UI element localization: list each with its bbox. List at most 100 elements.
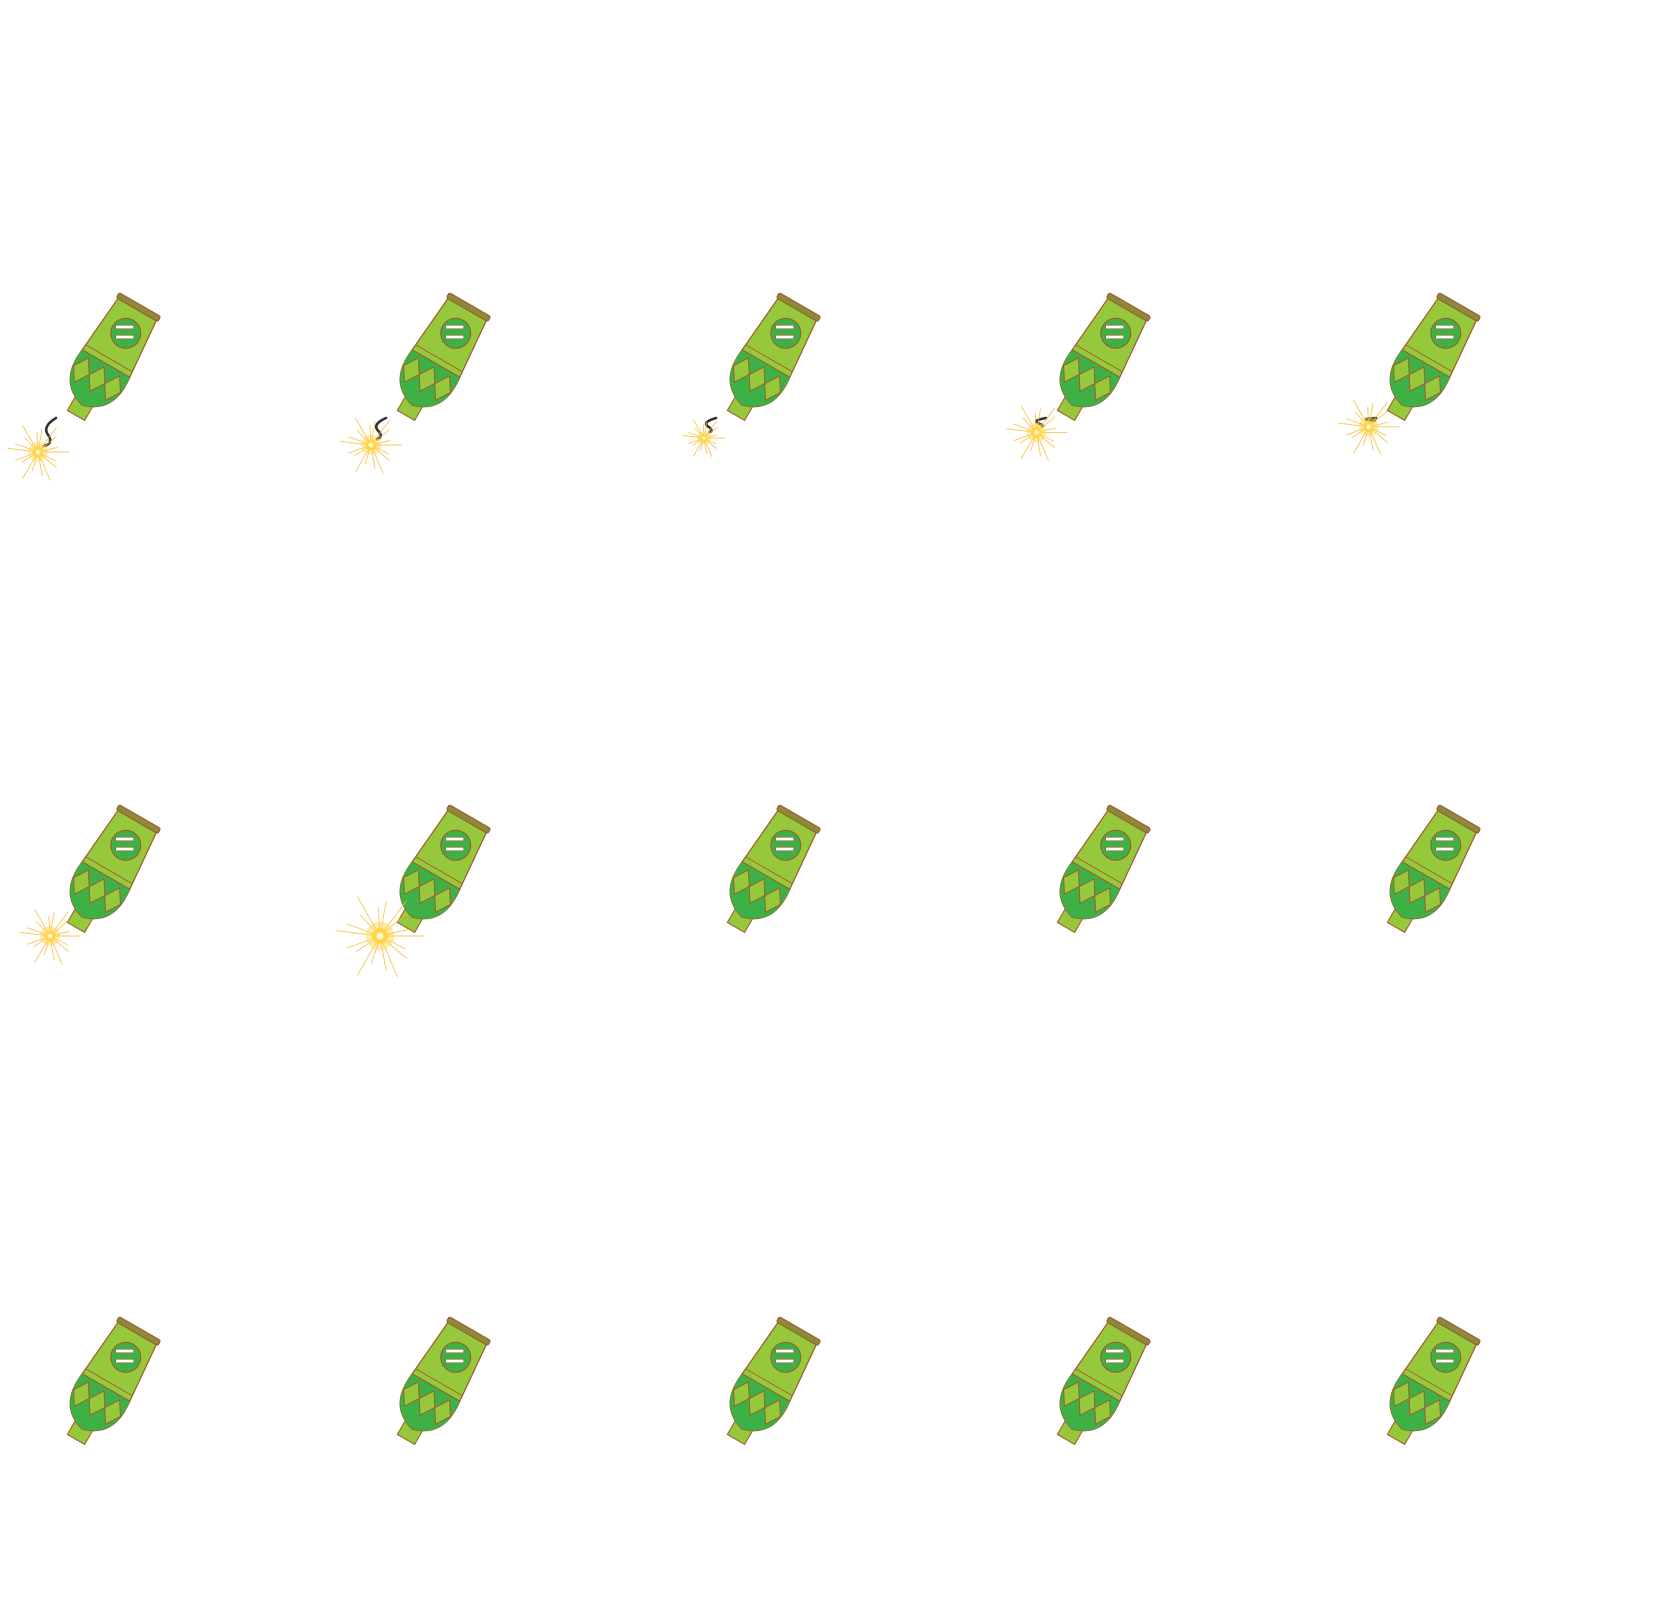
diamond-shape (1078, 366, 1096, 392)
spark-icon (19, 909, 81, 965)
diamond-shape (73, 357, 90, 383)
diamond-shape (1063, 1381, 1080, 1407)
diamond-shape (1094, 887, 1111, 913)
spark-icon (340, 418, 402, 474)
diamond-shape (1063, 869, 1080, 895)
firecracker-icon (57, 1316, 161, 1446)
top-cap (776, 1316, 821, 1346)
firecracker-body (1047, 292, 1151, 422)
emblem-bar (445, 334, 465, 340)
diamond-shape (733, 1381, 750, 1407)
emblem-bar (115, 846, 135, 852)
firecracker-icon (19, 804, 161, 965)
diamond-shape (73, 1381, 90, 1407)
emblem-bar (445, 1358, 465, 1364)
firecracker-frame-5 (1320, 250, 1520, 490)
diamond-shape (748, 366, 766, 392)
diamond-shape (748, 1390, 766, 1416)
diamond-shape (748, 878, 766, 904)
spark-icon (1338, 399, 1400, 456)
diamond-shape (1424, 375, 1441, 401)
firecracker-frame-10 (1320, 762, 1520, 1002)
diamond-shape (1408, 366, 1426, 392)
firecracker-body (57, 804, 161, 934)
firecracker-icon (717, 804, 821, 934)
firecracker-icon (335, 804, 491, 978)
diamond-shape (104, 887, 121, 913)
firecracker-body (717, 1316, 821, 1446)
firecracker-icon (1047, 1316, 1151, 1446)
emblem-bar (775, 836, 795, 842)
top-cap (776, 292, 821, 322)
diamond-shape (434, 375, 451, 401)
firecracker-body (57, 292, 161, 422)
firecracker-icon (683, 292, 821, 458)
top-cap (1106, 804, 1151, 834)
emblem-bar (1435, 334, 1455, 340)
firecracker-frame-13 (660, 1274, 860, 1514)
firecracker-icon (7, 292, 161, 481)
emblem-bar (775, 334, 795, 340)
emblem-bar (1105, 836, 1125, 842)
diamond-shape (1393, 1381, 1410, 1407)
emblem-bar (1435, 846, 1455, 852)
top-cap (116, 1316, 161, 1346)
diamond-shape (418, 366, 436, 392)
firecracker-frame-14 (990, 1274, 1190, 1514)
firecracker-body (387, 292, 491, 422)
emblem-bar (775, 846, 795, 852)
emblem-bar (1105, 1358, 1125, 1364)
diamond-shape (1393, 357, 1410, 383)
firecracker-icon (717, 1316, 821, 1446)
diamond-shape (434, 887, 451, 913)
top-cap (116, 292, 161, 322)
diamond-shape (88, 1390, 106, 1416)
emblem-bar (1435, 836, 1455, 842)
diamond-shape (403, 357, 420, 383)
diamond-shape (104, 375, 121, 401)
diamond-shape (1424, 887, 1441, 913)
emblem-bar (775, 1358, 795, 1364)
diamond-shape (764, 887, 781, 913)
emblem-bar (115, 334, 135, 340)
emblem-bar (445, 836, 465, 842)
firecracker-frame-8 (660, 762, 860, 1002)
emblem-bar (445, 846, 465, 852)
emblem-bar (445, 324, 465, 330)
firecracker-frame-11 (0, 1274, 200, 1514)
top-cap (1106, 1316, 1151, 1346)
firecracker-body (717, 804, 821, 934)
emblem-bar (1105, 324, 1125, 330)
diamond-shape (1094, 1399, 1111, 1425)
fuse-line (704, 416, 718, 434)
firecracker-frame-9 (990, 762, 1190, 1002)
emblem-bar (115, 1358, 135, 1364)
top-cap (446, 292, 491, 322)
firecracker-icon (1047, 804, 1151, 934)
diamond-shape (1424, 1399, 1441, 1425)
firecracker-icon (1377, 1316, 1481, 1446)
diamond-shape (434, 1399, 451, 1425)
spark-icon (335, 896, 425, 978)
firecracker-icon (340, 292, 491, 474)
diamond-shape (418, 1390, 436, 1416)
emblem-bar (1435, 324, 1455, 330)
diamond-shape (104, 1399, 121, 1425)
diamond-shape (73, 869, 90, 895)
diamond-shape (88, 366, 106, 392)
top-cap (1436, 1316, 1481, 1346)
diamond-shape (418, 878, 436, 904)
emblem-bar (1105, 1348, 1125, 1354)
spark-icon (1005, 405, 1068, 461)
diamond-shape (1408, 878, 1426, 904)
diamond-shape (88, 878, 106, 904)
firecracker-body (1377, 804, 1481, 934)
diamond-shape (1078, 1390, 1096, 1416)
diamond-shape (1063, 357, 1080, 383)
firecracker-frame-2 (330, 250, 530, 490)
firecracker-body (57, 1316, 161, 1446)
emblem-bar (1435, 1358, 1455, 1364)
diamond-shape (1408, 1390, 1426, 1416)
diamond-shape (733, 357, 750, 383)
